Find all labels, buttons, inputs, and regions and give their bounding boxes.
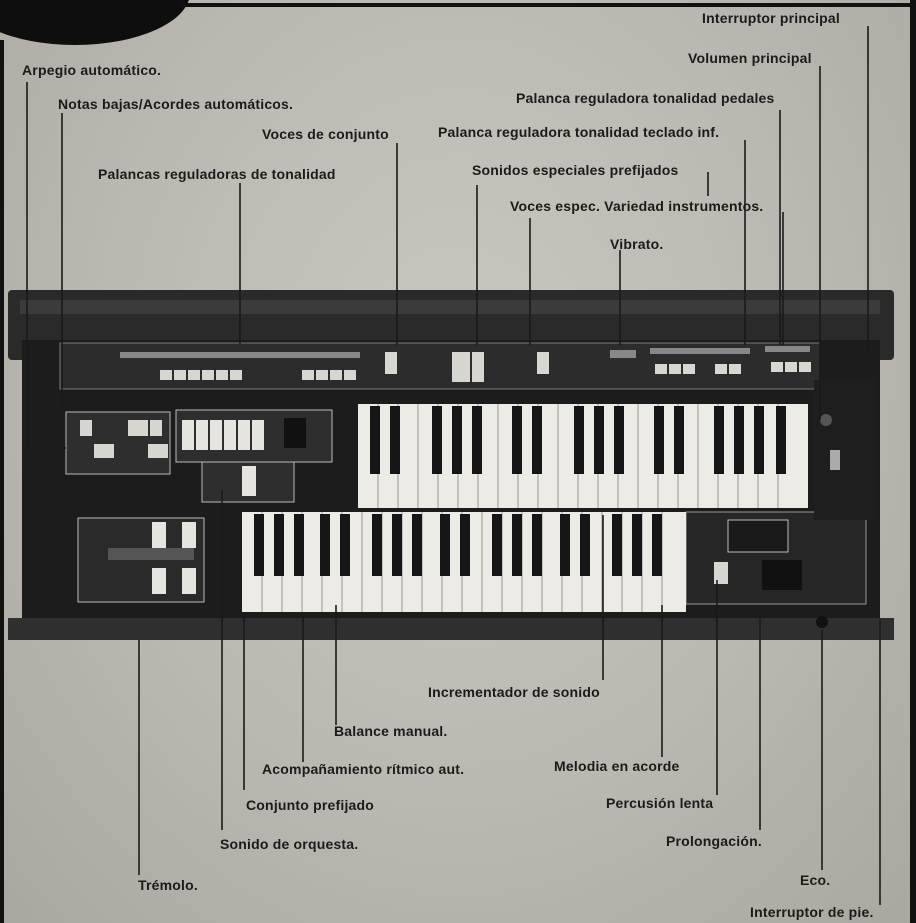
- frame-left: [0, 40, 4, 923]
- label-eco: Eco.: [800, 872, 831, 888]
- label-palancas-tonalidad: Palancas reguladoras de tonalidad: [98, 166, 336, 182]
- label-notas-bajas: Notas bajas/Acordes automáticos.: [58, 96, 294, 112]
- label-sonido-orquesta: Sonido de orquesta.: [220, 836, 359, 852]
- label-voces-espec: Voces espec. Variedad instrumentos.: [510, 198, 764, 214]
- label-vibrato: Vibrato.: [610, 236, 664, 252]
- label-balance-manual: Balance manual.: [334, 723, 448, 739]
- frame-top: [180, 3, 916, 7]
- label-volumen-principal: Volumen principal: [688, 50, 812, 66]
- label-voces-conjunto: Voces de conjunto: [262, 126, 389, 142]
- upper-keyboard: [358, 404, 808, 508]
- label-prolongacion: Prolongación.: [666, 833, 762, 849]
- lower-keyboard: [242, 512, 686, 612]
- label-acompanamiento: Acompañamiento rítmico aut.: [262, 761, 465, 777]
- label-melodia-acorde: Melodia en acorde: [554, 758, 680, 774]
- label-arpegio-automatico: Arpegio automático.: [22, 62, 162, 78]
- label-tremolo: Trémolo.: [138, 877, 198, 893]
- label-percusion-lenta: Percusión lenta: [606, 795, 714, 811]
- label-sonidos-especiales: Sonidos especiales prefijados: [472, 162, 679, 178]
- label-interruptor-principal: Interruptor principal: [702, 10, 840, 26]
- footswitch-jack: [816, 616, 828, 628]
- frame-right: [910, 0, 916, 923]
- leader-lines: [26, 26, 881, 905]
- label-palanca-pedales: Palanca reguladora tonalidad pedales: [516, 90, 775, 106]
- label-palanca-teclado-inf: Palanca reguladora tonalidad teclado inf…: [438, 124, 720, 140]
- label-incrementador: Incrementador de sonido: [428, 684, 600, 700]
- label-interruptor-pie: Interruptor de pie.: [750, 904, 874, 920]
- main-volume-knob: [820, 414, 832, 426]
- label-conjunto-prefijado: Conjunto prefijado: [246, 797, 375, 813]
